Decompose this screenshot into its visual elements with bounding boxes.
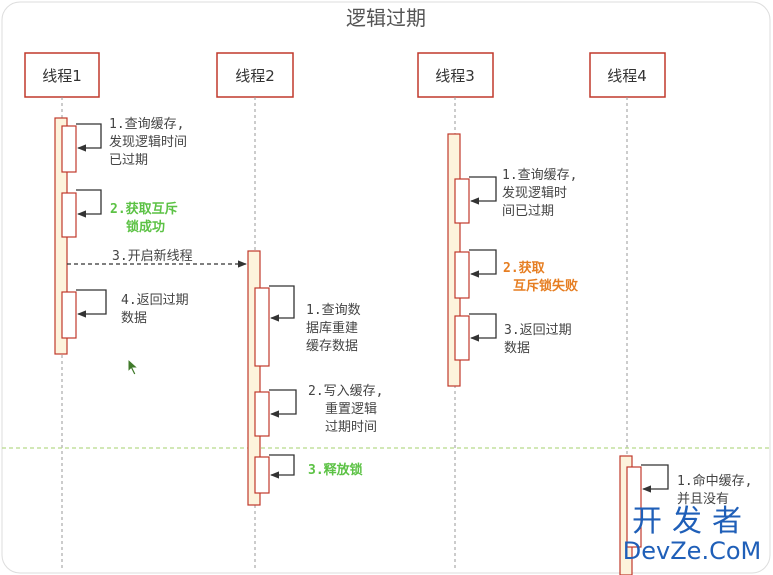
activation-t1-query — [61, 125, 77, 173]
svg-text:1.查询缓存,: 1.查询缓存, — [109, 117, 184, 132]
activation-t3-lock — [454, 251, 470, 299]
svg-text:已过期: 已过期 — [109, 153, 148, 168]
svg-text:发现逻辑时间: 发现逻辑时间 — [109, 134, 187, 150]
actor-label: 线程2 — [235, 67, 275, 85]
svg-text:缓存数据: 缓存数据 — [306, 339, 358, 354]
diagram-title: 逻辑过期 — [346, 6, 426, 30]
svg-text:据库重建: 据库重建 — [306, 320, 358, 336]
note-t3-query: 1.查询缓存, 发现逻辑时 间已过期 — [502, 168, 577, 219]
activation-t1-lock — [61, 192, 77, 238]
note-t3-return: 3.返回过期 数据 — [504, 323, 572, 356]
actor-label: 线程1 — [42, 67, 82, 85]
actor-thread-3: 线程3 — [417, 52, 494, 98]
note-t2-release: 3.释放锁 — [308, 462, 363, 478]
actor-thread-1: 线程1 — [24, 52, 100, 98]
actor-thread-4: 线程4 — [589, 52, 666, 98]
svg-text:锁成功: 锁成功 — [126, 219, 165, 235]
activation-t3-query — [454, 178, 470, 224]
svg-text:数据: 数据 — [504, 341, 530, 356]
self-arrow-t2-querydb — [269, 285, 295, 322]
self-arrow-t4-hit — [641, 464, 669, 493]
svg-text:互斥锁失败: 互斥锁失败 — [513, 278, 578, 294]
svg-text:间已过期: 间已过期 — [502, 204, 554, 219]
message-label: 3.开启新线程 — [112, 248, 193, 264]
activation-t3-return — [454, 315, 470, 361]
self-arrow-t1-lock — [76, 189, 102, 218]
svg-text:发现逻辑时: 发现逻辑时 — [502, 185, 567, 201]
svg-text:2.写入缓存,: 2.写入缓存, — [308, 384, 383, 399]
svg-text:数据: 数据 — [121, 311, 147, 326]
watermark-logo: 开发者 DevZe.CoM — [612, 505, 772, 575]
activation-t2-release — [254, 456, 270, 494]
svg-text:重置逻辑: 重置逻辑 — [325, 401, 377, 417]
note-t1-lock-success: 2.获取互斥 锁成功 — [110, 201, 178, 235]
actor-thread-2: 线程2 — [216, 52, 294, 98]
svg-text:并且没有: 并且没有 — [677, 492, 729, 507]
note-t3-lock-fail: 2.获取 互斥锁失败 — [503, 260, 578, 294]
watermark-cn: 开发者 — [632, 504, 752, 539]
svg-text:2.获取互斥: 2.获取互斥 — [110, 201, 178, 217]
svg-text:1.查询缓存,: 1.查询缓存, — [502, 168, 577, 183]
mouse-cursor-icon — [127, 358, 140, 376]
watermark-en: DevZe.CoM — [622, 537, 762, 565]
note-t2-querydb: 1.查询数 据库重建 缓存数据 — [306, 303, 361, 354]
note-t1-return: 4.返回过期 数据 — [121, 293, 189, 326]
actor-label: 线程3 — [435, 67, 475, 85]
activation-t2-querydb — [254, 287, 270, 367]
self-arrow-t3-return — [469, 313, 497, 342]
note-t4-hit: 1.命中缓存, 并且没有 — [677, 473, 752, 507]
self-arrow-t3-query — [469, 176, 497, 205]
activation-t2-write — [254, 391, 270, 437]
svg-text:1.命中缓存,: 1.命中缓存, — [677, 473, 752, 489]
self-arrow-t1-return — [76, 289, 107, 318]
activation-t4-hit — [626, 466, 642, 548]
activation-t1-return — [61, 291, 77, 339]
svg-text:2.获取: 2.获取 — [503, 260, 546, 276]
svg-text:过期时间: 过期时间 — [325, 420, 377, 435]
svg-text:4.返回过期: 4.返回过期 — [121, 293, 189, 308]
note-t1-query: 1.查询缓存, 发现逻辑时间 已过期 — [109, 117, 187, 168]
note-t2-write: 2.写入缓存, 重置逻辑 过期时间 — [308, 384, 383, 435]
actor-label: 线程4 — [607, 67, 647, 85]
self-arrow-t2-release — [269, 454, 295, 479]
self-arrow-t1-query — [76, 123, 102, 152]
svg-text:3.返回过期: 3.返回过期 — [504, 323, 572, 338]
self-arrow-t3-lock — [469, 249, 497, 278]
svg-text:1.查询数: 1.查询数 — [306, 303, 361, 318]
self-arrow-t2-write — [269, 389, 297, 418]
